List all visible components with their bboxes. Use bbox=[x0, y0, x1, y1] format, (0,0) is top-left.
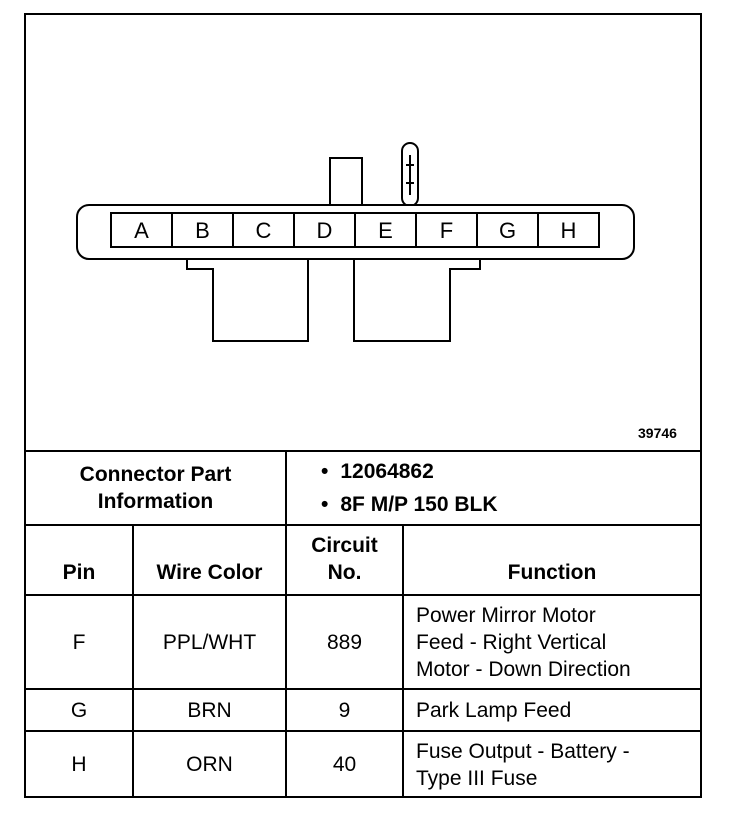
pin-label-a: A bbox=[134, 218, 149, 243]
pin-cell: F bbox=[26, 594, 134, 690]
header-pin: Pin bbox=[26, 524, 134, 596]
connector-drawing: A B C D E F G H bbox=[76, 142, 635, 342]
table-row: G BRN 9 Park Lamp Feed bbox=[26, 688, 700, 732]
function-line: Park Lamp Feed bbox=[416, 698, 572, 722]
wire-color-cell: BRN bbox=[132, 688, 287, 732]
function-line: Feed - Right Vertical bbox=[416, 630, 607, 654]
table-row: H ORN 40 Fuse Output - Battery - Type II… bbox=[26, 730, 700, 797]
pin-label-d: D bbox=[317, 218, 333, 243]
info-row: Connector Part Information 12064862 8F M… bbox=[26, 450, 700, 526]
function-line: Type III Fuse bbox=[416, 766, 538, 790]
pin-label-g: G bbox=[499, 218, 516, 243]
function-line: Fuse Output - Battery - bbox=[416, 739, 630, 763]
pin-label-h: H bbox=[561, 218, 577, 243]
pin-label-b: B bbox=[195, 218, 210, 243]
function-line: Power Mirror Motor bbox=[416, 603, 596, 627]
pin-cell: G bbox=[26, 688, 134, 732]
connector-tab-right bbox=[353, 259, 481, 342]
function-cell: Park Lamp Feed bbox=[402, 688, 700, 732]
wire-color-cell: PPL/WHT bbox=[132, 594, 287, 690]
drawing-number: 39746 bbox=[638, 425, 677, 441]
info-values: 12064862 8F M/P 150 BLK bbox=[285, 450, 700, 526]
connector-diagram: A B C D E F G H 39746 bbox=[26, 15, 700, 450]
connector-tab-left bbox=[186, 259, 309, 342]
function-line: Motor - Down Direction bbox=[416, 657, 631, 681]
connector-spec: 8F M/P 150 BLK bbox=[321, 488, 700, 521]
info-label: Connector Part Information bbox=[26, 450, 287, 526]
pin-cells: A B C D E F G H bbox=[134, 213, 576, 247]
table-row: F PPL/WHT 889 Power Mirror Motor Feed - … bbox=[26, 594, 700, 690]
pin-label-e: E bbox=[378, 218, 393, 243]
wire-color-cell: ORN bbox=[132, 730, 287, 797]
header-function: Function bbox=[402, 524, 700, 596]
circuit-cell: 889 bbox=[285, 594, 404, 690]
function-cell: Power Mirror Motor Feed - Right Vertical… bbox=[402, 594, 700, 690]
pin-cell: H bbox=[26, 730, 134, 797]
header-circuit-line2: No. bbox=[327, 561, 362, 584]
info-label-line1: Connector Part bbox=[79, 463, 232, 486]
pin-label-f: F bbox=[440, 218, 453, 243]
circuit-cell: 9 bbox=[285, 688, 404, 732]
part-number: 12064862 bbox=[321, 455, 700, 488]
pin-label-c: C bbox=[256, 218, 272, 243]
connector-table: Connector Part Information 12064862 8F M… bbox=[26, 450, 700, 797]
info-label-line2: Information bbox=[97, 490, 214, 513]
header-circuit: Circuit No. bbox=[285, 524, 404, 596]
function-cell: Fuse Output - Battery - Type III Fuse bbox=[402, 730, 700, 797]
connector-latch bbox=[329, 157, 363, 206]
circuit-cell: 40 bbox=[285, 730, 404, 797]
header-wire-color: Wire Color bbox=[132, 524, 287, 596]
header-row: Pin Wire Color Circuit No. Function bbox=[26, 524, 700, 596]
header-circuit-line1: Circuit bbox=[311, 534, 378, 557]
